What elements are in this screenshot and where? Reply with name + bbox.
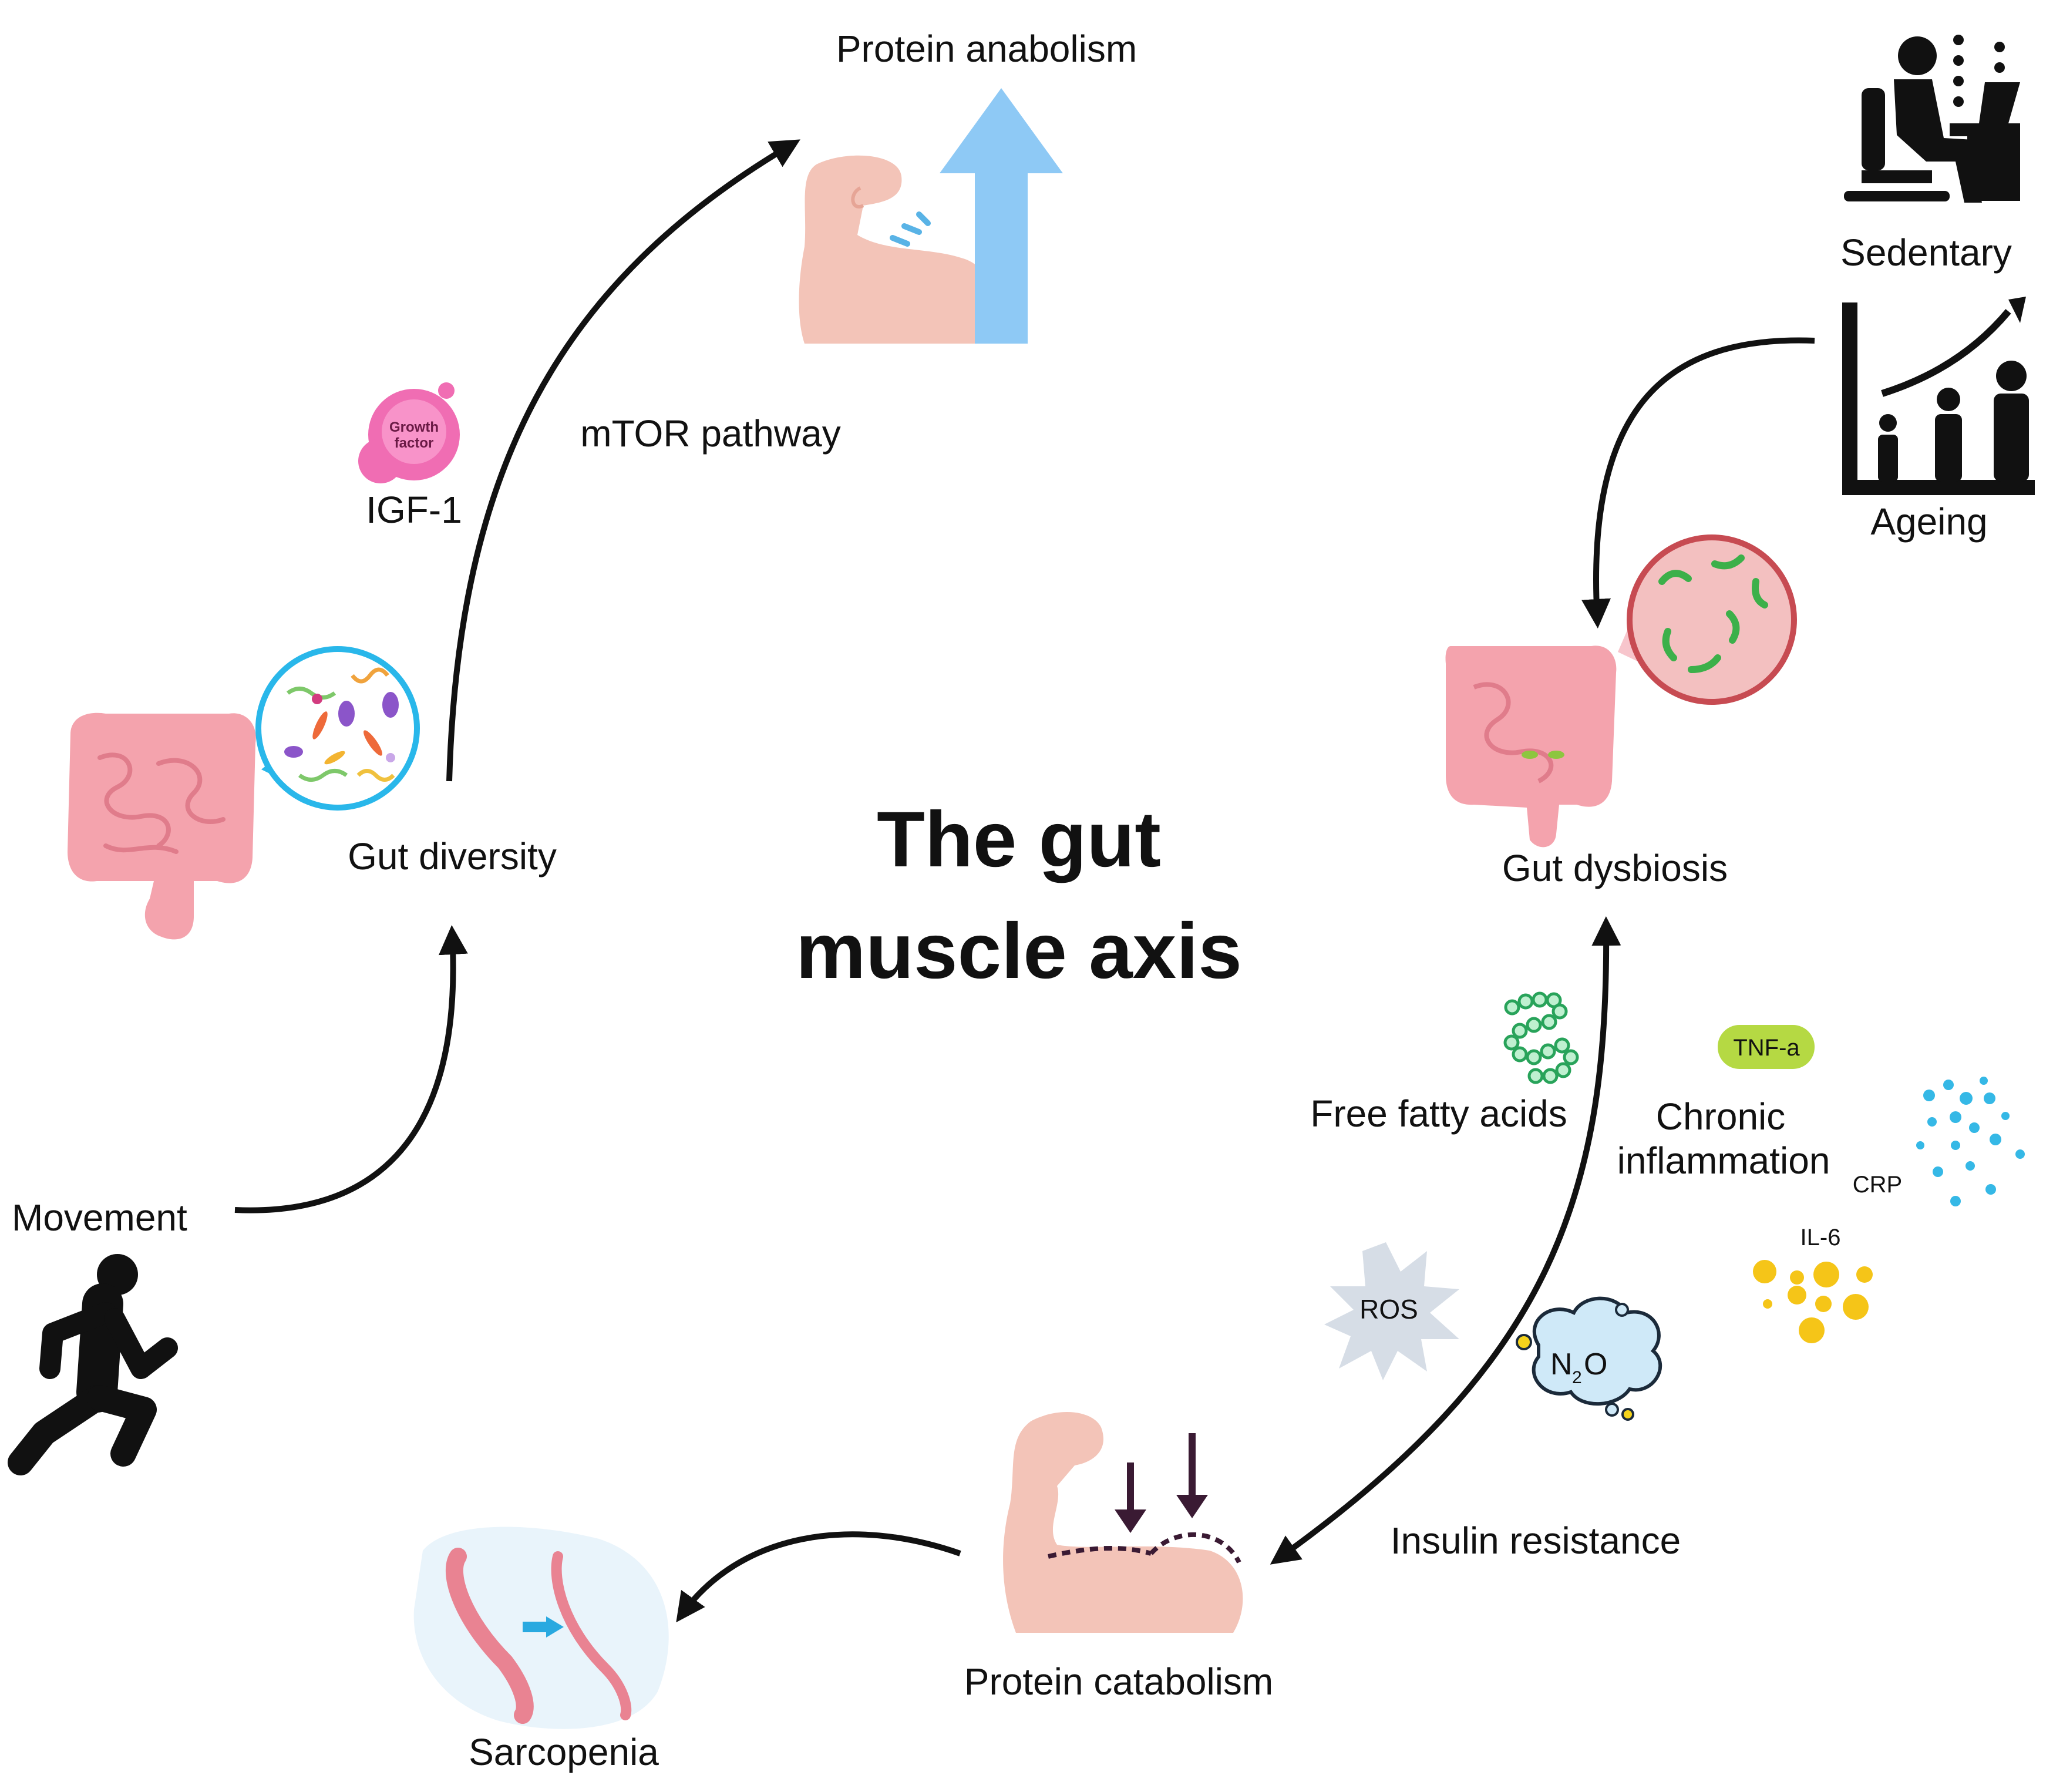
growth-factor-label-line2: factor [395, 435, 434, 451]
diagram-title-line1: The gut [877, 796, 1161, 883]
diagram-title-line2: muscle axis [796, 907, 1242, 995]
arrow-gut-diversity-to-anabolism [446, 139, 800, 782]
ageing-chart-icon [1842, 297, 2035, 495]
label-ros: ROS [1359, 1294, 1418, 1324]
running-person-icon [8, 1254, 178, 1475]
label-tnf: TNF-a [1733, 1035, 1800, 1061]
arrow-between-catabolism-and-dysbiosis [1270, 916, 1621, 1565]
label-mtor-pathway: mTOR pathway [580, 412, 840, 455]
sedentary-person-icon [1844, 35, 2020, 203]
sarcopenia-muscle-icon [413, 1527, 669, 1729]
flexed-arm-icon-catabolism [1003, 1411, 1243, 1633]
label-il6: IL-6 [1800, 1225, 1841, 1250]
node-gut-dysbiosis: Gut dysbiosis [1502, 847, 1728, 889]
node-protein-catabolism: Protein catabolism [964, 1660, 1273, 1703]
growth-factor-icon: Growth factor [358, 382, 460, 483]
label-free-fatty-acids: Free fatty acids [1310, 1092, 1567, 1135]
ros-burst-icon: ROS [1324, 1242, 1459, 1380]
arrow-ageing-to-dysbiosis [1581, 337, 1815, 628]
node-ageing: Ageing [1870, 500, 1987, 543]
up-arrow-icon [940, 88, 1063, 344]
node-sarcopenia: Sarcopenia [469, 1731, 659, 1773]
arrow-movement-to-gut-diversity [234, 925, 468, 1213]
tnf-badge: TNF-a [1718, 1025, 1815, 1069]
crp-dots-icon [1916, 1077, 2025, 1206]
label-chronic-inflammation-line1: Chronic [1656, 1095, 1786, 1138]
healthy-intestine-icon [68, 712, 256, 940]
label-n2o-subscript: 2 [1572, 1368, 1582, 1387]
label-chronic-inflammation-line2: inflammation [1617, 1139, 1830, 1182]
label-crp: CRP [1853, 1172, 1902, 1198]
flexed-arm-icon-anabolism [799, 155, 996, 344]
label-igf1: IGF-1 [366, 489, 462, 531]
node-sedentary: Sedentary [1840, 231, 2012, 274]
label-n2o-n: N [1550, 1347, 1573, 1381]
growth-factor-label-line1: Growth [389, 419, 439, 435]
node-gut-diversity: Gut diversity [348, 835, 557, 877]
node-protein-anabolism: Protein anabolism [836, 28, 1137, 70]
label-n2o-o: O [1584, 1347, 1607, 1381]
il6-dots-icon [1753, 1260, 1873, 1343]
arrow-catabolism-to-sarcopenia [676, 1531, 961, 1623]
label-insulin-resistance: Insulin resistance [1391, 1519, 1681, 1562]
node-movement: Movement [12, 1196, 187, 1239]
microbiome-lens-icon [255, 646, 420, 811]
dysbiosis-bacteria-lens-icon [1627, 534, 1797, 705]
n2o-cloud-icon: N 2 O [1516, 1296, 1662, 1421]
fatty-acid-chain-icon [1503, 991, 1579, 1084]
